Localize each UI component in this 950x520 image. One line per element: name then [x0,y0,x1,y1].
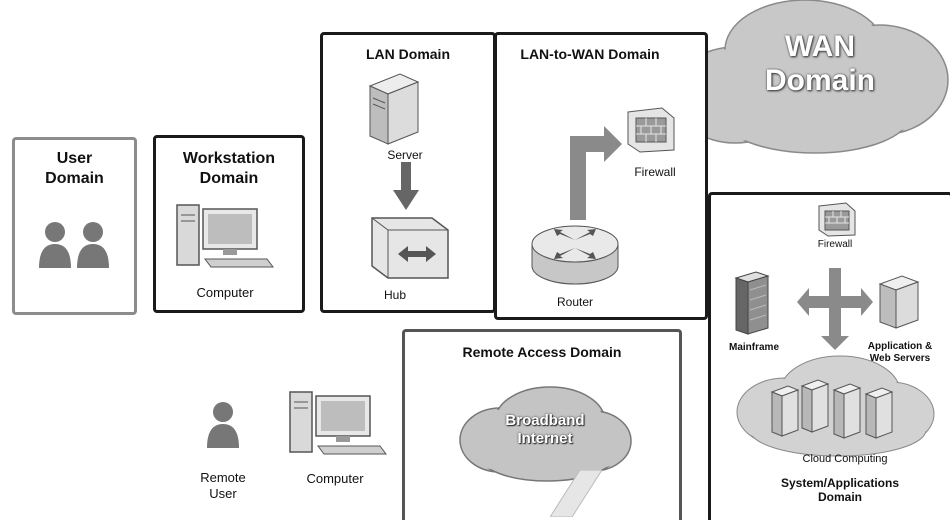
workstation-title-line1: Workstation [182,150,276,167]
lan-to-wan-domain-title: LAN-to-WAN Domain [520,46,660,62]
remote-access-domain-title: Remote Access Domain [462,344,622,360]
remote-user-icon [207,402,239,448]
cloud-computing-label: Cloud Computing [802,453,888,465]
broadband-cloud [459,386,632,482]
system-applications-domain-title: System/Applications Domain [775,476,905,504]
user-domain-title: User Domain [15,149,134,189]
wan-title-line1: WAN [785,30,855,63]
wan-domain-title: WAN Domain [735,30,905,98]
app-web-servers-icon [878,275,920,329]
remote-computer-label: Computer [306,471,364,486]
broadband-cloud-title: Broadband Internet [490,412,600,448]
four-way-arrow-icon [797,268,873,350]
mainframe-label: Mainframe [728,342,779,353]
lan-to-wan-firewall-label: Firewall [634,165,676,179]
wan-title-line2: Domain [764,64,875,97]
hub-icon [371,217,449,279]
user-title-line2: Domain [45,170,104,187]
workstation-title-line2: Domain [199,170,259,187]
workstation-domain-title: Workstation Domain [156,149,302,189]
system-firewall-icon [818,202,856,237]
users-icon [39,222,109,268]
workstation-computer-icon [176,204,274,268]
mainframe-icon [734,271,770,335]
system-firewall-label: Firewall [817,239,853,250]
app-servers-line1: Application & [867,341,933,352]
workstation-computer-label: Computer [196,285,254,300]
server-icon [368,73,420,145]
up-right-arrow-icon [570,126,622,220]
lan-to-wan-firewall-icon [627,107,675,153]
system-title-line1: System/Applications [780,476,900,490]
cloud-computing-icon [736,355,935,457]
remote-user-line1: Remote [200,470,246,485]
app-web-servers-label: Application & Web Servers [858,341,942,365]
router-label: Router [556,295,594,309]
broadband-line2: Internet [517,430,573,447]
router-icon [531,225,619,285]
down-arrow-icon [393,162,419,210]
user-title-line1: User [56,150,93,167]
system-title-line2: Domain [817,490,862,504]
app-servers-line2: Web Servers [869,353,931,364]
remote-user-line2: User [209,486,237,501]
remote-user-label: Remote User [190,470,256,502]
hub-label: Hub [383,288,406,302]
remote-computer-icon [289,391,387,455]
user-domain-box [12,137,137,315]
lan-domain-title: LAN Domain [366,46,450,62]
connection-stripe [550,470,603,517]
system-applications-domain-box [708,192,950,520]
broadband-line1: Broadband [505,412,585,429]
server-label: Server [387,148,423,162]
